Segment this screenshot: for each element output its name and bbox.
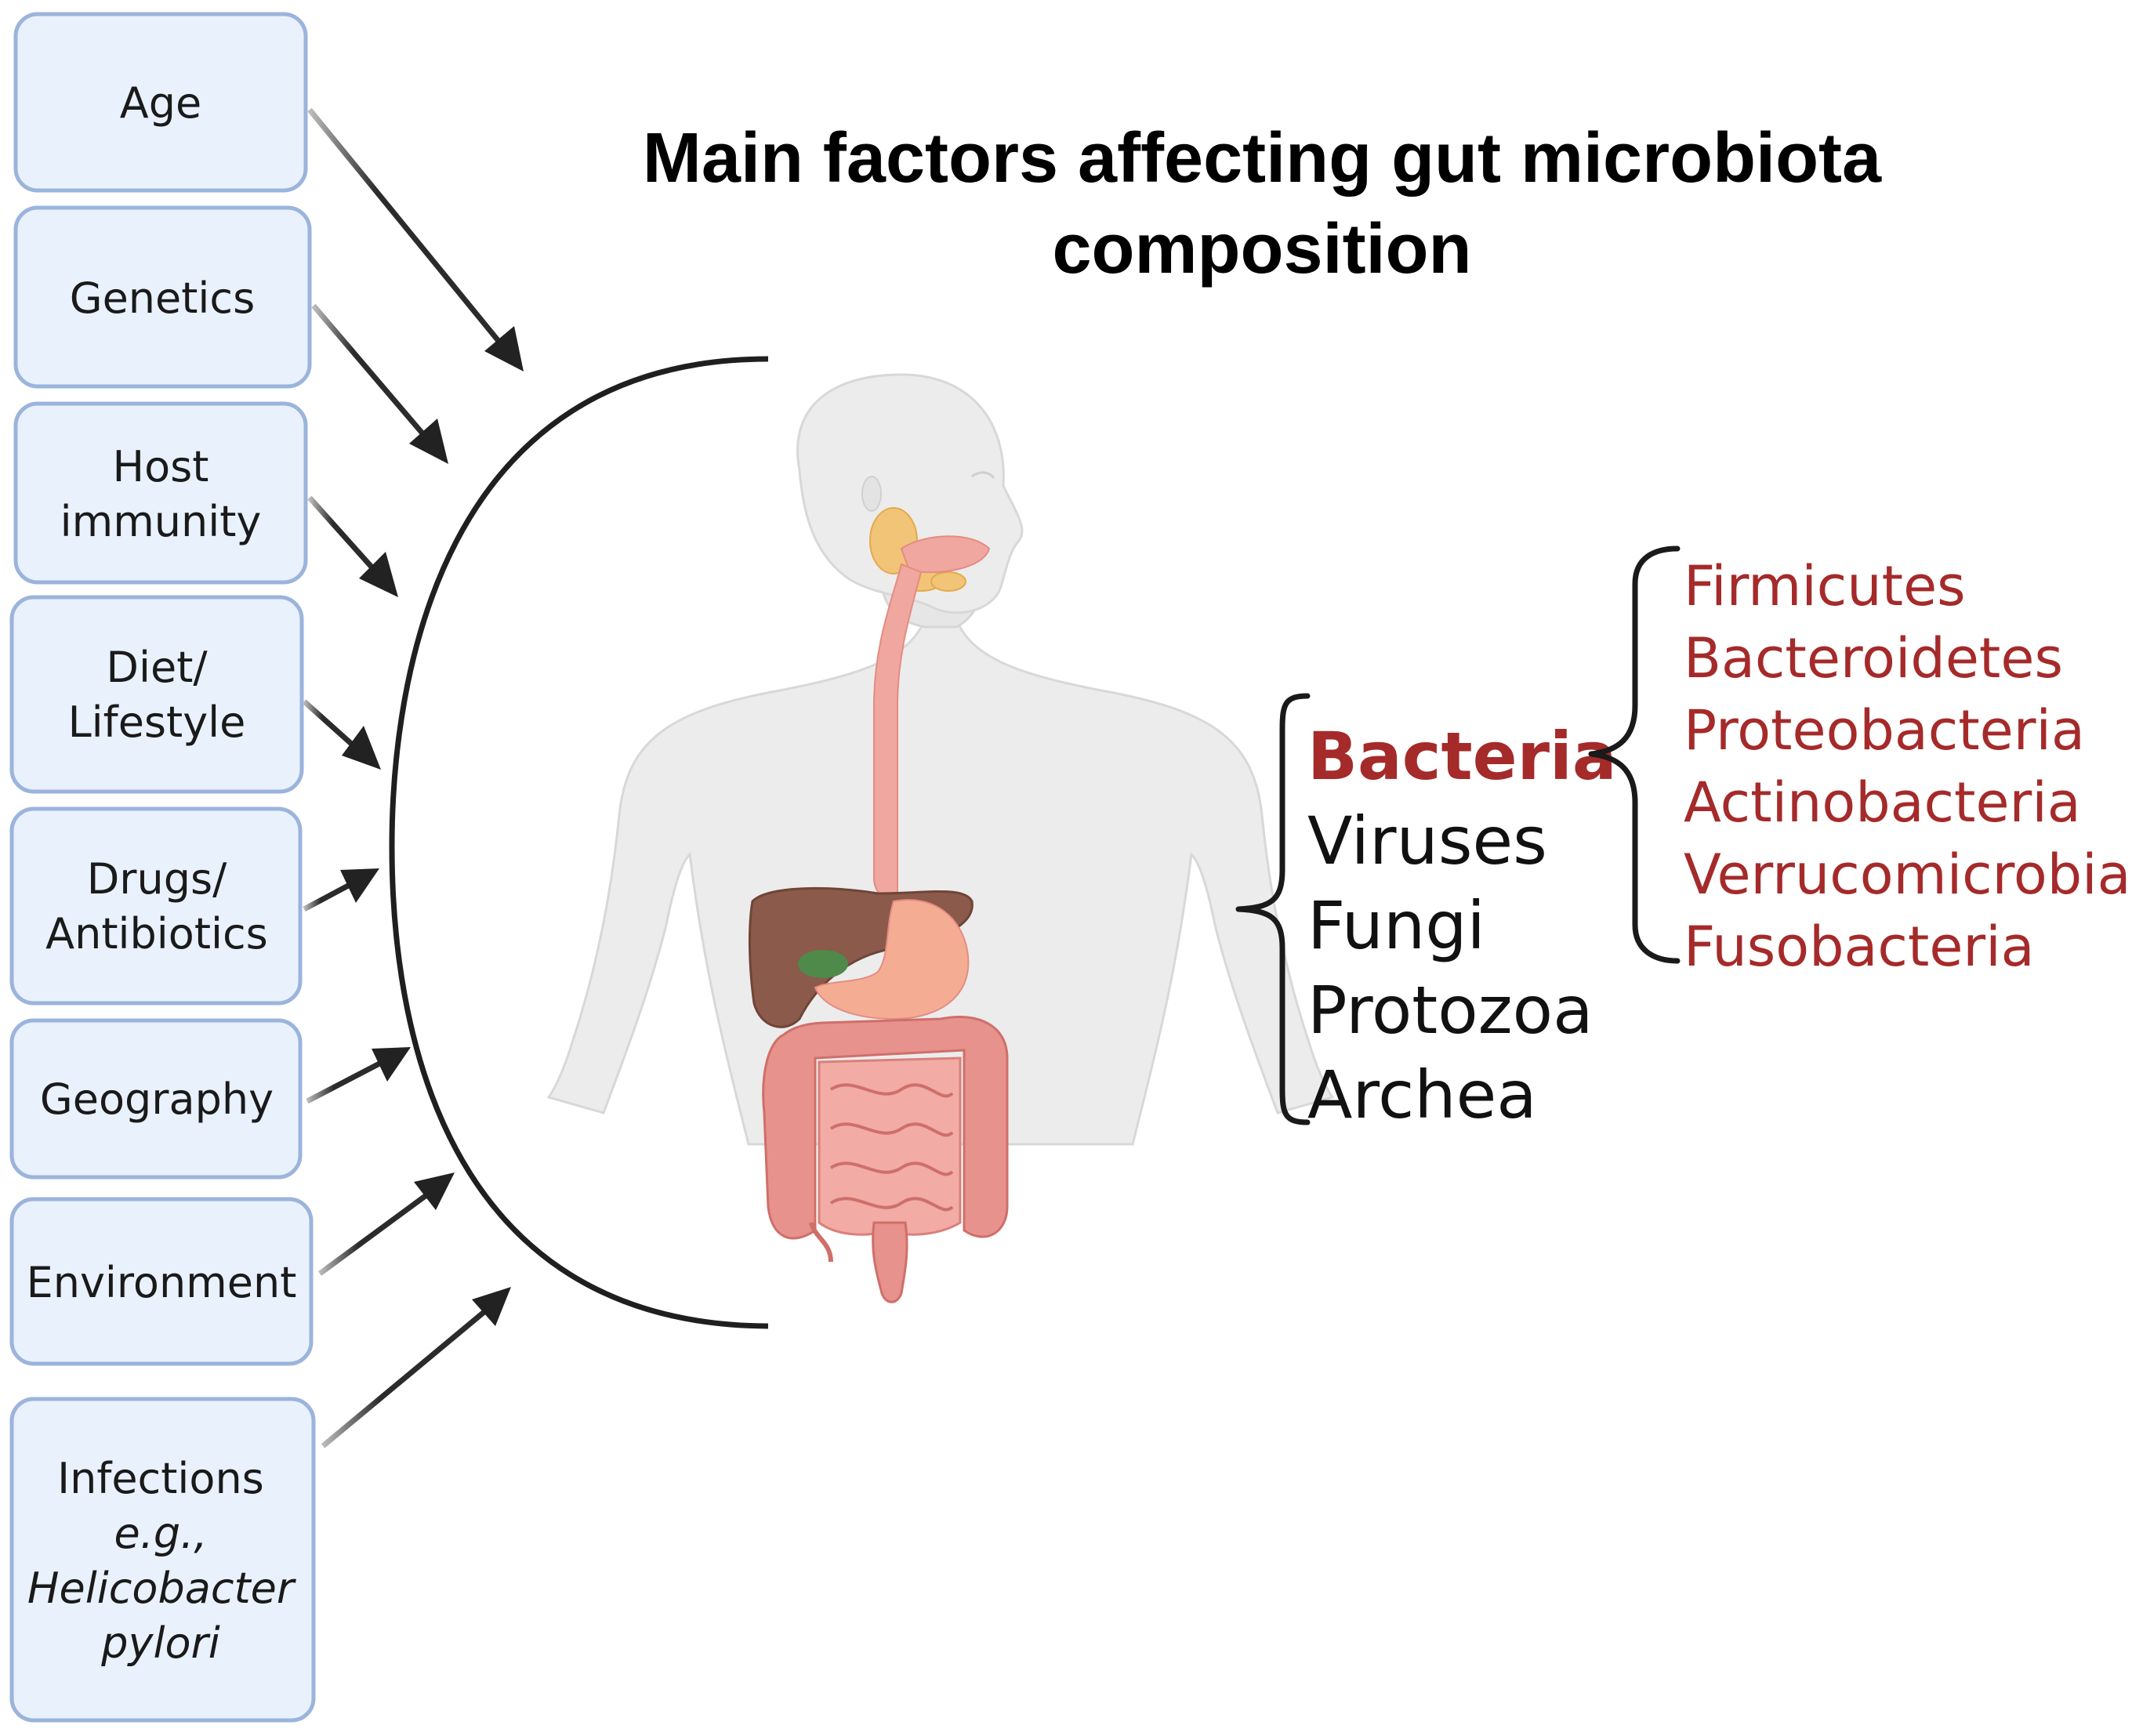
arrow	[311, 303, 448, 464]
factor-box-environment: Environment	[9, 1197, 314, 1366]
factor-label: pylori	[100, 1618, 219, 1668]
phylum-item: Actinobacteria	[1684, 770, 2081, 835]
microbe-bacteria: Bacteria	[1307, 718, 1617, 795]
stomach	[814, 899, 970, 1020]
factor-label: Drugs/	[87, 854, 227, 904]
title-line-2: composition	[1053, 210, 1472, 288]
factor-label: Geography	[40, 1075, 274, 1124]
appendix	[809, 1222, 833, 1263]
body-silhouette	[546, 618, 1335, 1146]
microbe-protozoa: Protozoa	[1307, 972, 1594, 1049]
ear	[861, 476, 882, 512]
microbe-list: Bacteria Viruses Fungi Protozoa Archea	[1307, 718, 1617, 1133]
microbe-archea: Archea	[1307, 1056, 1537, 1133]
microbe-fungi: Fungi	[1307, 887, 1485, 964]
factor-label: Infections	[57, 1454, 264, 1503]
factor-box-drugs-antibiotics: Drugs/ Antibiotics	[9, 806, 303, 1006]
arrow	[303, 868, 379, 912]
arrow	[302, 699, 381, 770]
phyla-brace	[1588, 545, 1681, 964]
factor-label: immunity	[60, 497, 262, 546]
factor-box-host-immunity: Host immunity	[13, 401, 308, 585]
phylum-item: Verrucomicrobia	[1684, 843, 2131, 907]
factor-label: Diet/	[106, 643, 208, 692]
arrow	[321, 1287, 511, 1448]
microbe-brace	[1235, 693, 1311, 1125]
title: Main factors affecting gut microbiota co…	[643, 119, 1882, 288]
phylum-item: Firmicutes	[1684, 554, 1966, 618]
factor-list: Age Genetics Host immunity Diet/ Lifesty…	[9, 12, 316, 1723]
arrow	[306, 1047, 411, 1104]
factor-label: Antibiotics	[45, 909, 268, 959]
factor-box-geography: Geography	[9, 1018, 303, 1180]
microbe-viruses: Viruses	[1307, 803, 1547, 879]
factor-box-genetics: Genetics	[13, 205, 312, 389]
phylum-item: Proteobacteria	[1684, 698, 2085, 763]
arrow	[307, 107, 524, 371]
human-body-illustration	[546, 373, 1335, 1303]
factor-label: Helicobacter	[27, 1564, 296, 1613]
factor-label: e.g.,	[114, 1509, 208, 1558]
phylum-item: Fusobacteria	[1684, 915, 2035, 979]
factor-label: Host	[113, 442, 209, 491]
small-intestine-folds	[829, 1083, 954, 1212]
arrow	[307, 495, 398, 597]
oral-cavity	[900, 535, 991, 574]
title-line-1: Main factors affecting gut microbiota	[643, 119, 1882, 198]
face-line	[971, 471, 995, 479]
factor-label: Age	[120, 78, 201, 128]
factor-box-infections: Infections e.g., Helicobacter pylori	[9, 1397, 316, 1723]
factor-arrows	[302, 107, 524, 1448]
factor-box-age: Age	[13, 12, 308, 193]
rectum	[872, 1221, 908, 1303]
phylum-item: Bacteroidetes	[1684, 626, 2063, 690]
influence-arc	[389, 356, 769, 1329]
factor-label: Lifestyle	[68, 698, 246, 747]
factor-box-diet-lifestyle: Diet/ Lifestyle	[9, 595, 304, 794]
factor-label: Genetics	[70, 274, 256, 323]
arrow	[317, 1172, 455, 1276]
large-intestine	[762, 1015, 1009, 1240]
factor-label: Environment	[27, 1258, 297, 1307]
gallbladder	[798, 950, 848, 978]
bacterial-phyla-list: Firmicutes Bacteroidetes Proteobacteria …	[1684, 554, 2131, 979]
